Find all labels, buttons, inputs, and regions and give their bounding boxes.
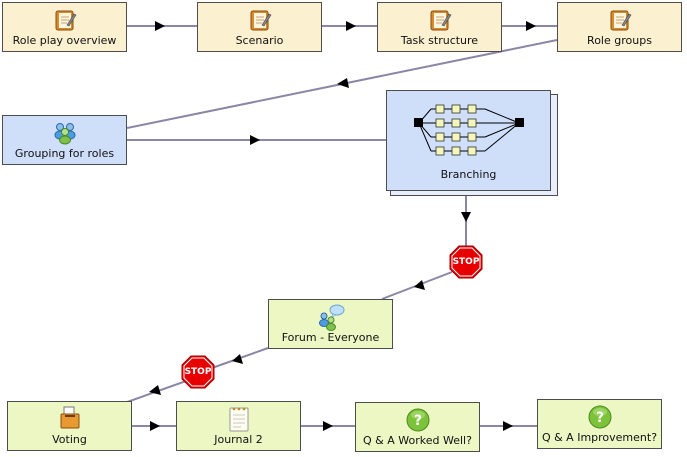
arrowhead <box>250 135 260 145</box>
question-icon: ? <box>406 408 430 436</box>
stop-sign-icon <box>449 245 483 279</box>
node-label: Voting <box>52 433 87 446</box>
node-role-groups[interactable]: Role groups <box>557 2 682 52</box>
arrowhead <box>150 421 160 431</box>
node-branching[interactable]: Branching <box>386 90 551 191</box>
arrowhead <box>155 21 165 31</box>
notebook-pencil-icon <box>248 8 272 36</box>
arrowhead <box>232 354 243 364</box>
people-group-icon <box>52 121 78 149</box>
node-label: Grouping for roles <box>14 147 115 160</box>
node-label: Journal 2 <box>214 433 263 446</box>
ballot-box-icon <box>58 406 82 434</box>
node-label: Q & A Worked Well? <box>363 434 472 447</box>
node-journal-2[interactable]: Journal 2 <box>176 401 301 451</box>
arrowhead <box>414 280 425 290</box>
node-label: Q & A Improvement? <box>541 431 658 444</box>
notepad-icon <box>228 406 250 436</box>
arrowhead <box>323 421 333 431</box>
node-qa-worked-well[interactable]: ? Q & A Worked Well? <box>355 402 480 452</box>
node-scenario[interactable]: Scenario <box>197 2 322 52</box>
svg-text:?: ? <box>595 410 603 426</box>
notebook-pencil-icon <box>428 8 452 36</box>
node-label: Task structure <box>400 34 479 47</box>
arrowhead <box>346 21 356 31</box>
question-icon: ? <box>588 405 612 433</box>
node-role-play-overview[interactable]: Role play overview <box>2 2 127 52</box>
forum-chat-icon <box>316 303 346 335</box>
arrowhead <box>337 78 349 88</box>
node-label: Scenario <box>235 34 284 47</box>
node-label: Forum - Everyone <box>281 331 380 344</box>
node-forum-everyone[interactable]: Forum - Everyone <box>268 299 393 349</box>
notebook-pencil-icon <box>53 8 77 36</box>
stop-gate-2: STOP <box>181 355 215 389</box>
arrowhead <box>461 212 471 222</box>
arrowhead <box>526 21 536 31</box>
svg-text:?: ? <box>413 413 421 429</box>
arrowhead <box>503 421 513 431</box>
stop-label: STOP <box>184 367 212 377</box>
arrowhead <box>149 385 161 395</box>
node-voting[interactable]: Voting <box>7 401 132 451</box>
stop-gate-1: STOP <box>449 245 483 279</box>
node-grouping-for-roles[interactable]: Grouping for roles <box>2 115 127 165</box>
node-task-structure[interactable]: Task structure <box>377 2 502 52</box>
node-label: Role groups <box>587 34 652 47</box>
node-qa-improvement[interactable]: ? Q & A Improvement? <box>537 399 662 449</box>
notebook-pencil-icon <box>608 8 632 36</box>
stop-sign-icon <box>181 355 215 389</box>
branching-icon <box>411 99 527 163</box>
stop-label: STOP <box>452 257 480 267</box>
node-label: Branching <box>440 168 497 181</box>
node-label: Role play overview <box>12 34 117 47</box>
